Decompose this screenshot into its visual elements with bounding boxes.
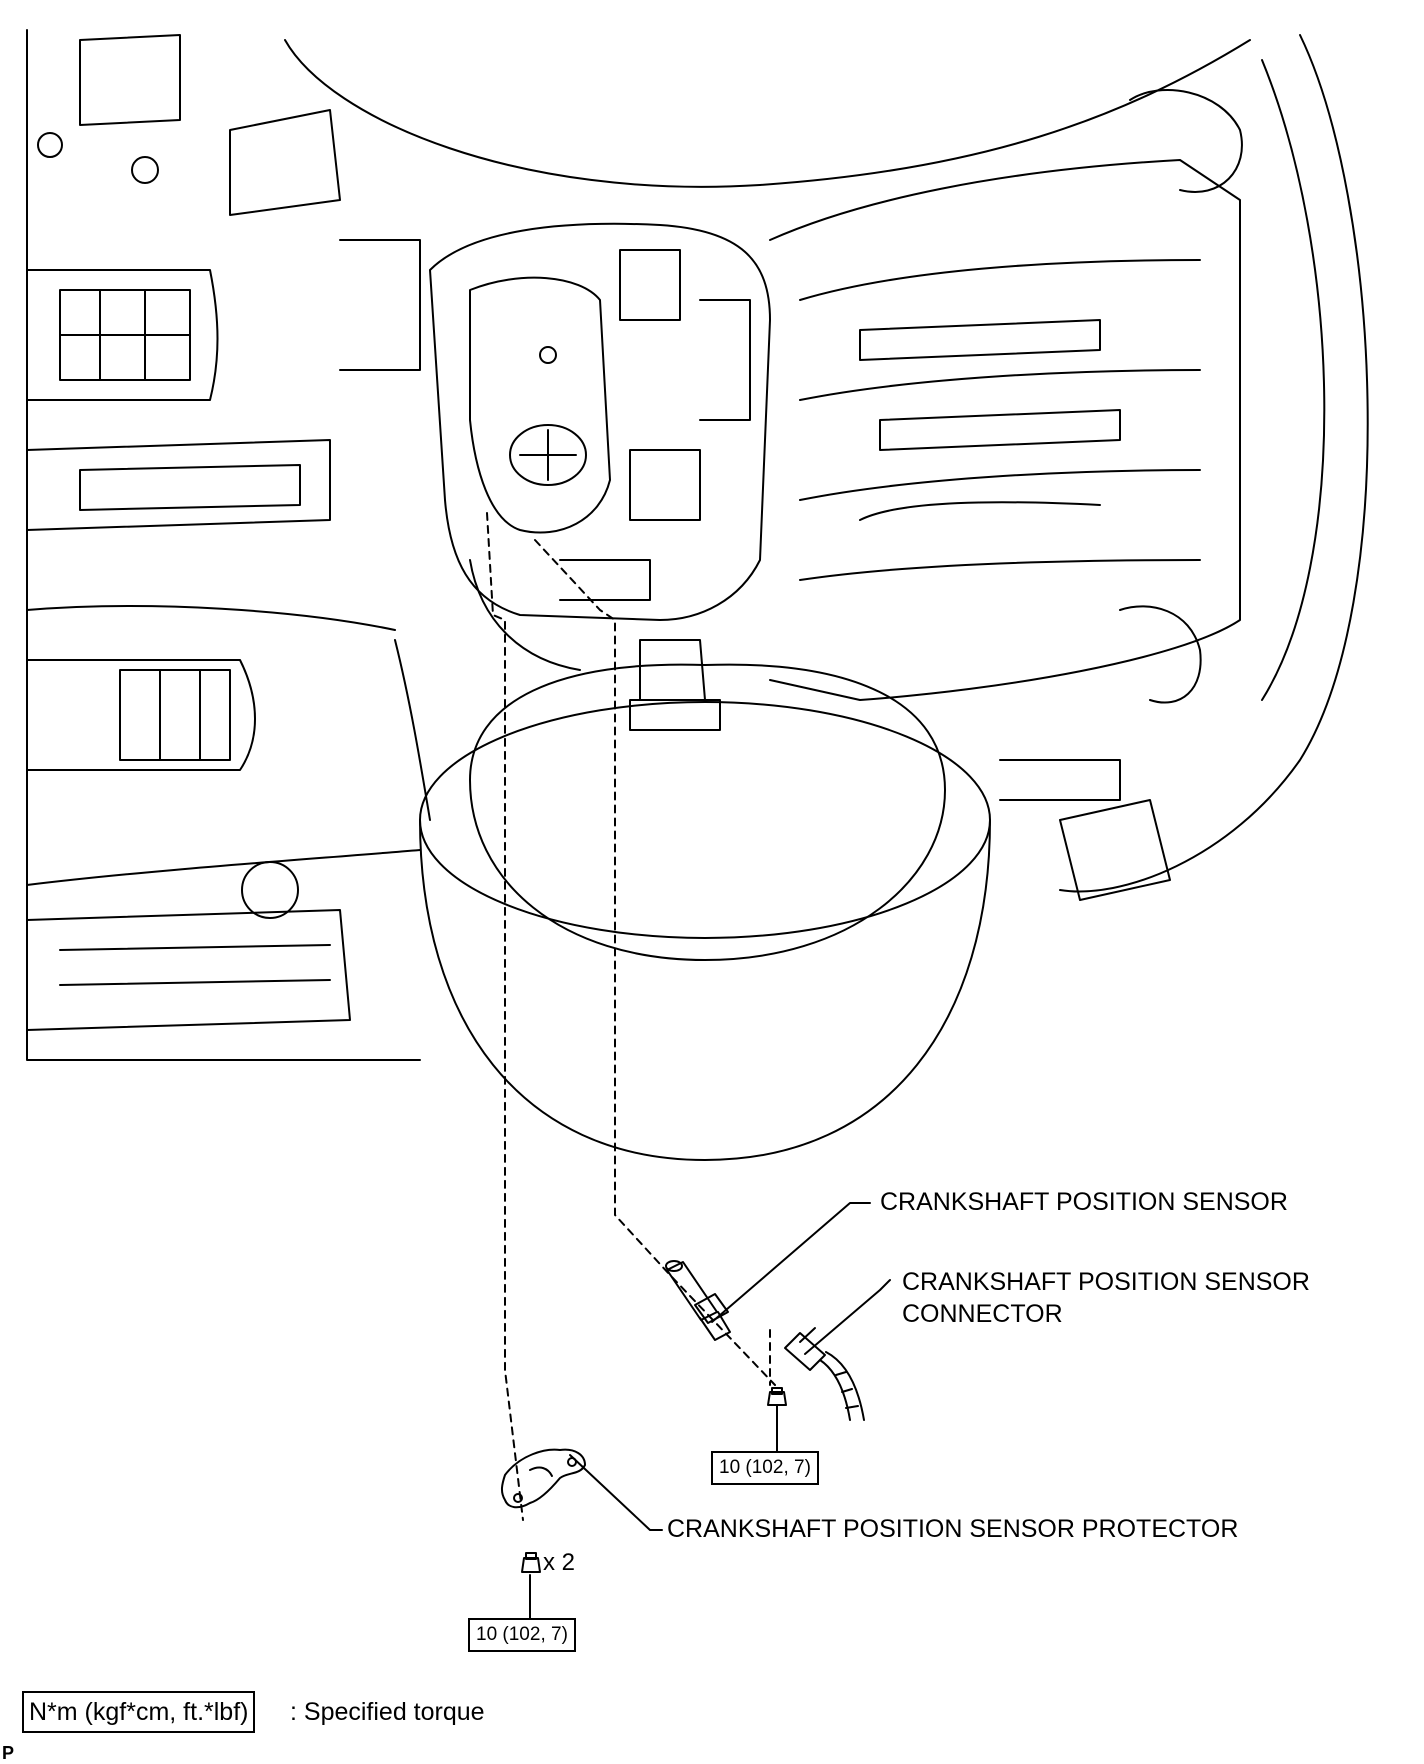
label-crankshaft-position-sensor: CRANKSHAFT POSITION SENSOR xyxy=(880,1188,1288,1216)
label-crankshaft-position-sensor-protector: CRANKSHAFT POSITION SENSOR PROTECTOR xyxy=(667,1515,1239,1543)
protector-bracket-icon xyxy=(501,1448,586,1509)
corner-mark: P xyxy=(2,1743,15,1763)
legend-description: : Specified torque xyxy=(290,1698,485,1726)
legend-torque-unit-box: N*m (kgf*cm, ft.*lbf) xyxy=(22,1691,256,1733)
protector-bolt-quantity: x 2 xyxy=(543,1549,576,1576)
sensor-icon xyxy=(665,1260,731,1341)
label-connector-line1: CRANKSHAFT POSITION SENSOR xyxy=(902,1268,1310,1296)
transmission-outline xyxy=(769,89,1243,901)
torque-protector-bolt: 10 (102, 7) xyxy=(468,1618,576,1652)
torque-sensor-bolt: 10 (102, 7) xyxy=(711,1451,819,1485)
engine-block-outline xyxy=(429,222,771,731)
label-connector-line2: CONNECTOR xyxy=(902,1300,1063,1328)
connector-icon xyxy=(784,1327,865,1421)
bolt-icon xyxy=(521,1552,541,1573)
callout-leader-lines xyxy=(529,1202,891,1621)
installation-leader-lines xyxy=(486,512,776,1521)
label-crankshaft-position-sensor-connector: CRANKSHAFT POSITION SENSOR CONNECTOR xyxy=(902,1266,1310,1330)
bolt-icon xyxy=(767,1387,787,1406)
vehicle-body-outline xyxy=(26,29,1369,1061)
left-frame-outline xyxy=(26,34,431,1031)
oil-pan-outline xyxy=(419,663,991,1161)
